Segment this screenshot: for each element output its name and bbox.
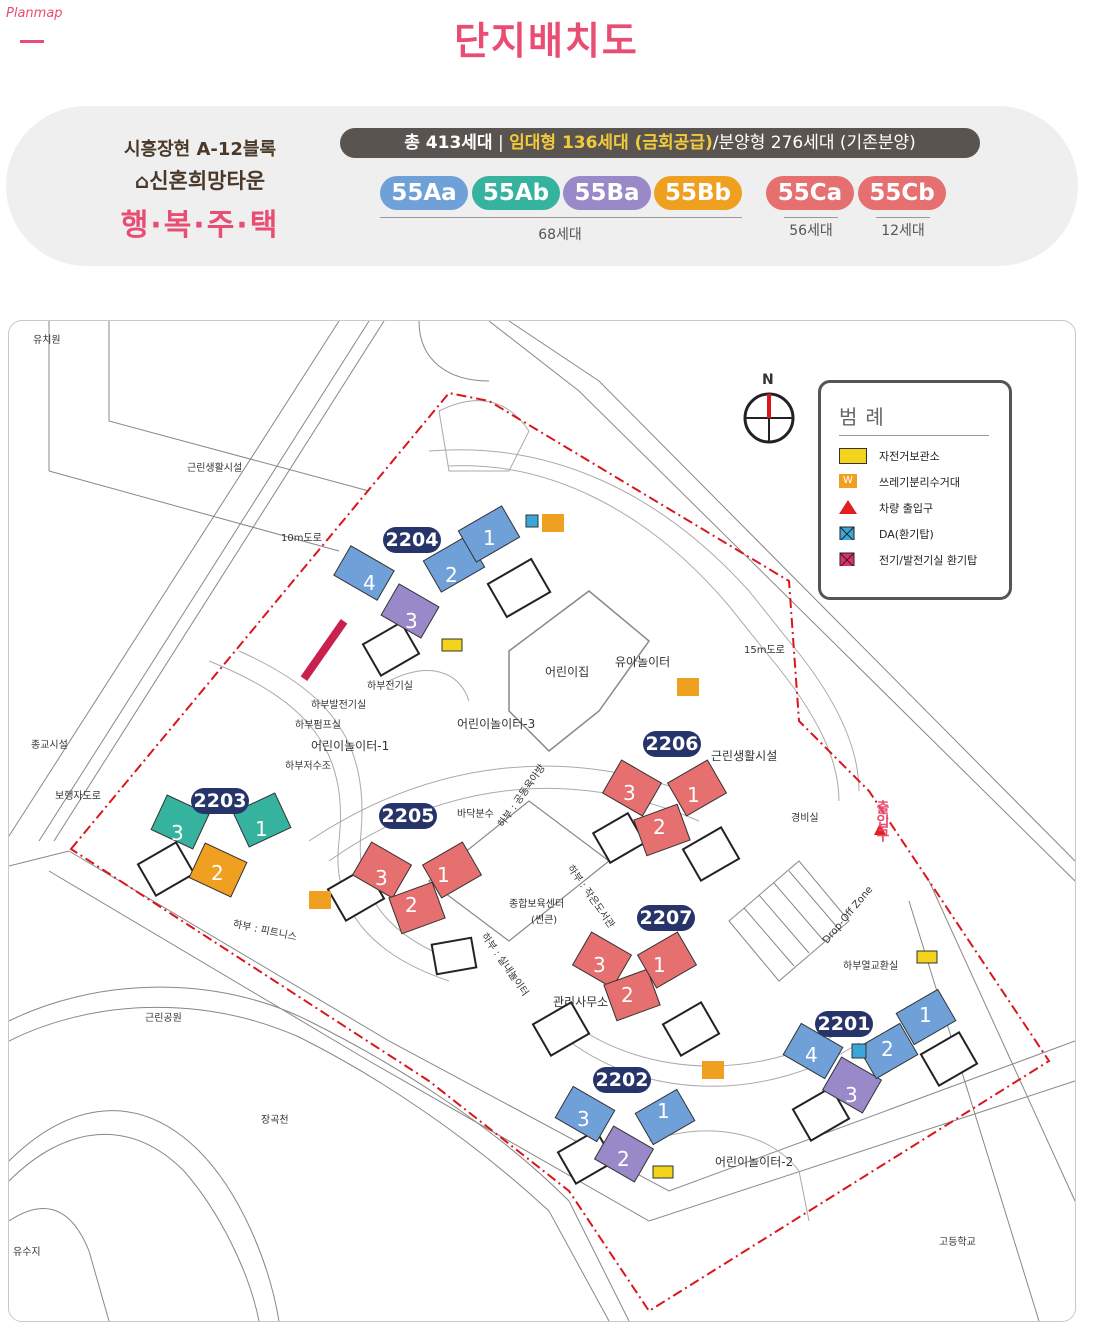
unit-type-55ba: 55Ba: [563, 176, 651, 210]
label-pump-room: 하부펌프실: [295, 720, 341, 731]
summary-rent: 임대형 136세대 (금회공급): [509, 133, 713, 153]
building-2201-units: [782, 988, 957, 1114]
legend-divider: [839, 435, 989, 436]
label-guard: 경비실: [791, 813, 819, 824]
project-brand: ⌂신혼희망타운: [134, 169, 266, 193]
unit-2203-2: 2: [211, 861, 224, 885]
label-care-center: 종합보육센터: [509, 899, 565, 910]
household-summary: 총 413세대 | 임대형 136세대 (금회공급)/분양형 276세대 (기존…: [340, 128, 980, 158]
unit-2207-1: 1: [653, 953, 666, 977]
unit-2206-1: 1: [687, 783, 700, 807]
unit-2203-3: 3: [171, 821, 184, 845]
unit-type-55cb: 55Cb: [858, 176, 946, 210]
label-daycare: 어린이집: [545, 665, 590, 679]
unit-2201-2: 2: [881, 1037, 894, 1061]
unit-type-55bb: 55Bb: [654, 176, 742, 210]
building-2204-units: [333, 505, 521, 639]
unit-type-55ab: 55Ab: [472, 176, 560, 210]
unit-2203-1: 1: [255, 817, 268, 841]
building-2206-units: [601, 759, 728, 857]
building-tag-2203: 2203: [191, 788, 249, 814]
label-neighborhood-1: 근린생활시설: [187, 463, 243, 474]
label-neighborhood-2: 근린생활시설: [711, 749, 778, 763]
label-highschool: 고등학교: [939, 1237, 976, 1248]
unit-2202-3: 3: [577, 1107, 590, 1131]
building-tag-2201: 2201: [815, 1011, 873, 1037]
label-toddler-play: 유아놀이터: [615, 655, 671, 669]
site-plan-drawing: [9, 321, 1075, 1321]
map-legend: 범례 자전거보관소 W 쓰레기분리수거대 차량 출입구 DA(환기탑) 전기/발…: [818, 380, 1012, 600]
unit-2205-1: 1: [437, 863, 450, 887]
label-reservoir: 유수지: [13, 1247, 41, 1258]
group-a-line: [380, 217, 742, 218]
building-tag-2207: 2207: [637, 905, 695, 931]
building-tag-2205: 2205: [379, 803, 437, 829]
unit-2201-4: 4: [805, 1043, 818, 1067]
unit-2205-2: 2: [405, 893, 418, 917]
unit-2206-3: 3: [623, 781, 636, 805]
label-water-tank: 하부저수조: [285, 761, 331, 772]
bicycle-icon: [839, 448, 867, 464]
unit-2201-3: 3: [845, 1083, 858, 1107]
label-religious: 종교시설: [31, 740, 68, 751]
label-fountain: 바닥분수: [457, 809, 494, 820]
entrance-label: 출입구: [874, 800, 890, 842]
label-elec-room: 하부전기실: [367, 681, 413, 692]
unit-2201-1: 1: [919, 1003, 932, 1027]
label-road-10m: 10m도로: [281, 533, 322, 544]
label-play-2: 어린이놀이터-2: [715, 1155, 794, 1169]
vent-icon: [839, 552, 855, 566]
da-icon: [839, 526, 855, 540]
unit-2204-4: 4: [363, 571, 376, 595]
label-road-15m: 15m도로: [744, 645, 785, 656]
legend-title: 범례: [839, 405, 892, 429]
unit-type-55ca: 55Ca: [766, 176, 854, 210]
group-ca-count: 56세대: [789, 223, 833, 239]
label-kindergarten: 유치원: [33, 335, 61, 346]
unit-2204-2: 2: [445, 563, 458, 587]
building-2202-units: [554, 1085, 696, 1183]
brand-underline: [20, 40, 44, 43]
compass-icon: [743, 392, 795, 444]
house-icon: ⌂: [134, 169, 150, 193]
building-2207-units: [571, 931, 698, 1022]
building-tag-2204: 2204: [383, 527, 441, 553]
group-cb-count: 12세대: [881, 223, 925, 239]
unit-2204-3: 3: [405, 609, 418, 633]
label-heat-room: 하부열교환실: [843, 961, 899, 972]
north-compass: N: [738, 372, 800, 444]
triangle-icon: [839, 500, 857, 514]
unit-2207-3: 3: [593, 953, 606, 977]
unit-2202-1: 1: [657, 1099, 670, 1123]
compass-n-label: N: [762, 372, 774, 388]
unit-2207-2: 2: [621, 983, 634, 1007]
label-play-3: 어린이놀이터-3: [457, 717, 536, 731]
unit-2204-1: 1: [483, 526, 496, 550]
building-tag-2206: 2206: [643, 731, 701, 757]
label-gen-room: 하부발전기실: [311, 700, 367, 711]
group-a-count: 68세대: [538, 227, 582, 243]
building-2205-units: [351, 841, 483, 935]
project-type: 행·복·주·택: [120, 208, 280, 243]
unit-2206-2: 2: [653, 815, 666, 839]
label-park: 근린공원: [145, 1013, 182, 1024]
unit-type-55aa: 55Aa: [380, 176, 468, 210]
w-icon: W: [839, 474, 857, 488]
unit-2202-2: 2: [617, 1147, 630, 1171]
group-cb-line: [876, 217, 930, 218]
page-title: 단지배치도: [454, 19, 639, 63]
site-plan-map: 유치원 근린생활시설 10m도로 종교시설 보행자도로 근린공원 장곡천 유수지…: [8, 320, 1076, 1322]
group-ca-line: [784, 217, 838, 218]
label-pedestrian: 보행자도로: [55, 791, 101, 802]
label-mgmt-office: 관리사무소: [553, 995, 609, 1009]
brand-logo: Planmap: [6, 6, 63, 21]
label-stream: 장곡천: [261, 1115, 289, 1126]
summary-sale: /분양형 276세대 (기존분양): [712, 133, 916, 153]
label-play-1: 어린이놀이터-1: [311, 739, 390, 753]
label-care-center-sub: (썬큰): [531, 915, 558, 926]
unit-2205-3: 3: [375, 866, 388, 890]
building-tag-2202: 2202: [593, 1067, 651, 1093]
project-name: 시흥장현 A-12블록: [123, 139, 277, 160]
summary-total: 총 413세대: [404, 133, 493, 153]
